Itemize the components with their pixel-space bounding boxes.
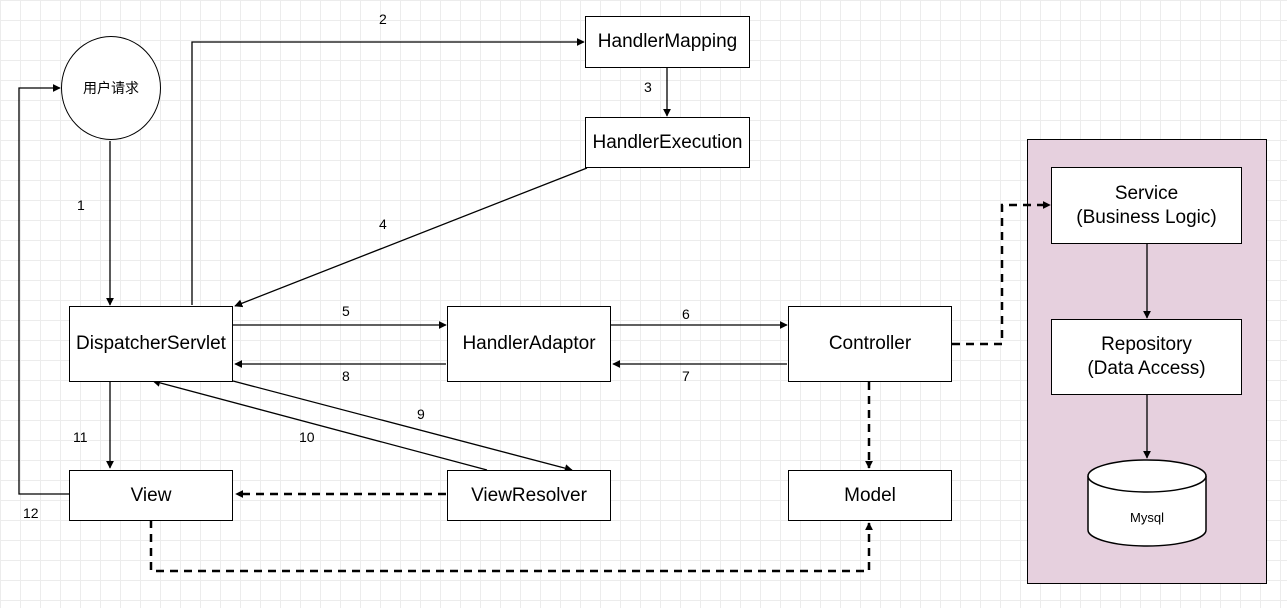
edge-12 — [18, 84, 69, 495]
edge-label-12: 12 — [23, 505, 39, 521]
controller-node: Controller — [788, 306, 952, 382]
edge-label-8: 8 — [342, 368, 350, 384]
mysql-label: Mysql — [1130, 510, 1164, 525]
edge-label-2: 2 — [379, 11, 387, 27]
repository-node: Repository (Data Access) — [1051, 319, 1242, 395]
handler-adaptor-node: HandlerAdaptor — [447, 306, 611, 382]
model-node: Model — [788, 470, 952, 521]
view-node: View — [69, 470, 233, 521]
edge-9 — [232, 380, 573, 473]
edge-label-1: 1 — [77, 197, 85, 213]
repository-label: Repository (Data Access) — [1087, 334, 1206, 379]
user-request-label: 用户请求 — [83, 80, 139, 96]
dispatcher-servlet-label: DispatcherServlet — [76, 333, 226, 354]
edge-label-7: 7 — [682, 368, 690, 384]
service-node: Service (Business Logic) — [1051, 167, 1242, 244]
model-label: Model — [844, 484, 896, 506]
service-label: Service (Business Logic) — [1076, 182, 1217, 228]
dispatcher-servlet-node: DispatcherServlet — [69, 306, 233, 382]
edge-view-model — [149, 520, 873, 573]
edge-label-3: 3 — [644, 79, 652, 95]
edge-label-5: 5 — [342, 303, 350, 319]
edge-10 — [152, 378, 488, 471]
edge-label-6: 6 — [682, 306, 690, 322]
user-request-node: 用户请求 — [61, 36, 161, 140]
controller-label: Controller — [828, 333, 912, 354]
edge-label-11: 11 — [73, 429, 88, 445]
handler-execution-label: HandlerExecution — [592, 131, 743, 153]
view-label: View — [130, 484, 172, 506]
handler-execution-node: HandlerExecution — [585, 117, 750, 168]
edge-label-10: 10 — [299, 429, 315, 445]
view-resolver-label: ViewResolver — [471, 484, 587, 506]
edge-label-9: 9 — [417, 406, 425, 422]
edge-4 — [234, 167, 588, 308]
view-resolver-node: ViewResolver — [447, 470, 611, 521]
handler-mapping-label: HandlerMapping — [597, 31, 738, 52]
handler-mapping-node: HandlerMapping — [585, 16, 750, 68]
edge-label-4: 4 — [379, 216, 387, 232]
edge-controller-service — [952, 201, 1051, 346]
handler-adaptor-label: HandlerAdaptor — [462, 333, 596, 354]
edge-2 — [191, 38, 585, 305]
mysql-cylinder — [1087, 459, 1207, 547]
